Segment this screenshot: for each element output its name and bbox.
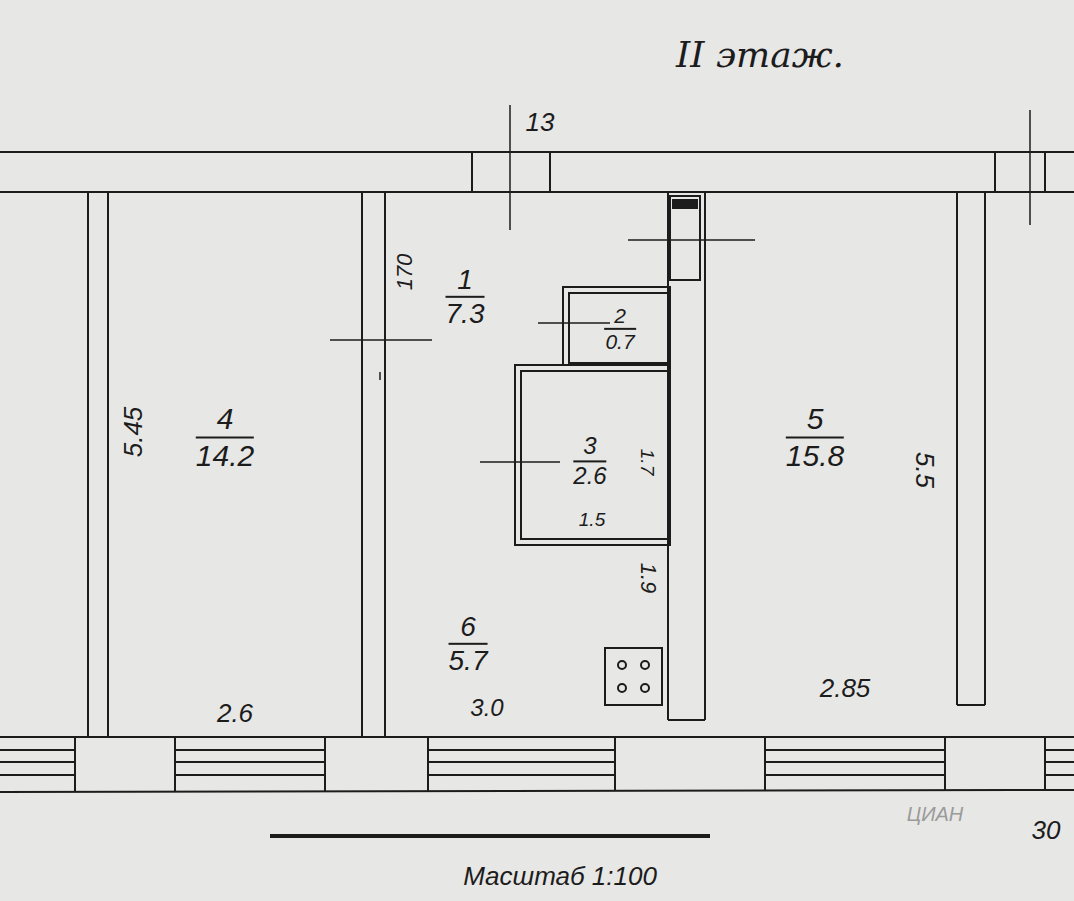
room-area: 15.8	[786, 438, 844, 473]
partition-wall	[88, 192, 985, 737]
dimension-label: 5.45	[119, 407, 148, 458]
wall-line	[0, 790, 1074, 792]
dimension-label: Масштаб 1:100	[463, 862, 657, 891]
stove-symbol	[605, 648, 662, 705]
dimension-label: 1.7	[637, 449, 658, 475]
partition-wall	[515, 287, 670, 545]
room-area: 0.7	[604, 330, 636, 354]
room-number: 4	[196, 402, 254, 439]
room: 20.7	[569, 293, 668, 363]
room-number: 3	[573, 432, 606, 462]
room-area: 2.6	[573, 462, 606, 490]
room-area: 5.7	[449, 645, 488, 677]
room-number: 1	[446, 264, 485, 298]
room-label: 17.3	[446, 264, 485, 330]
dimension-label: 2.6	[217, 699, 253, 728]
dimension-label: 3.0	[470, 695, 503, 721]
door-mark	[330, 105, 1030, 462]
room-label: 32.6	[573, 432, 606, 489]
room-area: 14.2	[196, 438, 254, 473]
room-number: 5	[786, 402, 844, 439]
room: 414.2	[108, 192, 362, 737]
wall-line	[0, 736, 1074, 738]
scale-bar	[270, 834, 710, 838]
dimension-label: 1.5	[579, 510, 605, 531]
room-number: 2	[604, 304, 636, 330]
window-mark	[471, 152, 473, 192]
room-area: 7.3	[446, 298, 485, 330]
room-label: 20.7	[604, 304, 636, 354]
dimension-label: 13	[526, 108, 555, 137]
wall-line	[0, 151, 1074, 153]
room-label: 65.7	[449, 611, 488, 677]
dimension-label: 1.9	[636, 563, 660, 594]
dimension-label: 2.85	[820, 674, 871, 703]
dimension-label: 5.5	[911, 452, 940, 488]
vent-duct	[670, 196, 700, 280]
dimension-label: 170	[393, 254, 417, 291]
watermark: ЦИАН	[907, 803, 964, 825]
window-mark	[549, 152, 551, 192]
dimension-label: 30	[1032, 816, 1061, 845]
room-label: 414.2	[196, 402, 254, 473]
window-mark	[994, 152, 996, 192]
wall-line	[0, 191, 1074, 193]
room-label: 515.8	[786, 402, 844, 473]
room-number: 6	[449, 611, 488, 645]
floor-title: II этаж.	[676, 35, 844, 75]
window-mark	[1044, 152, 1046, 192]
room: 65.7	[385, 545, 668, 737]
window-symbol	[0, 737, 1074, 792]
